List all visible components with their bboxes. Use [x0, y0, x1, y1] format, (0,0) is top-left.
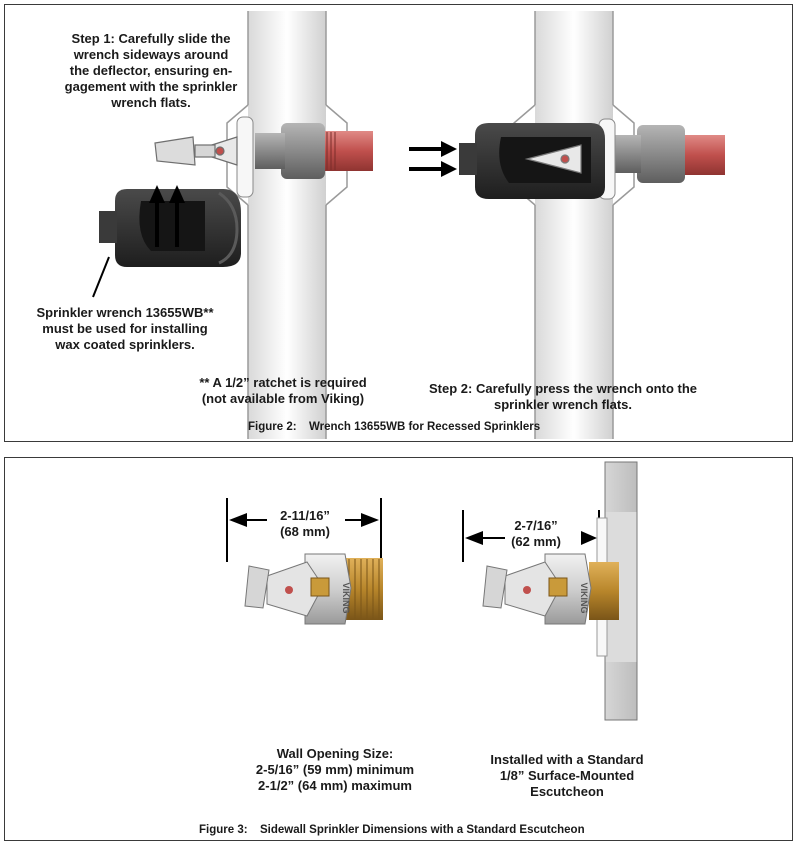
figure-3-illustration: VIKING VIKING	[226, 461, 638, 721]
figure-3-caption-label: Figure 3:	[199, 824, 248, 836]
wrench-leader-line	[92, 256, 110, 298]
figure-2-caption-label: Figure 2:	[248, 421, 297, 433]
dim-left-label: 2-11/16” (68 mm)	[280, 508, 330, 539]
figure-3-caption: Figure 3: Sidewall Sprinkler Dimensions …	[199, 824, 585, 836]
step-2-text: Step 2: Carefully press the wrench onto …	[429, 381, 697, 412]
dim-right-label: 2-7/16” (62 mm)	[511, 518, 561, 549]
ratchet-note-text: ** A 1/2” ratchet is required (not avail…	[199, 375, 367, 406]
wrench-note-text: Sprinkler wrench 13655WB** must be used …	[36, 305, 214, 352]
left-pipe-assembly	[154, 116, 373, 198]
figure-3-caption-text: Sidewall Sprinkler Dimensions with a Sta…	[259, 824, 585, 836]
sidewall-sprinkler-right: VIKING	[482, 553, 619, 625]
right-arrows	[409, 141, 457, 177]
wrench-13655wb-engaged	[459, 123, 605, 199]
left-dimension-line	[226, 498, 382, 562]
figure-2-illustration	[92, 11, 725, 439]
left-wall-column	[226, 11, 348, 439]
right-wall-column	[513, 11, 635, 439]
step-1-text: Step 1: Carefully slide the wrench sidew…	[64, 31, 238, 110]
figure-2-caption-text: Wrench 13655WB for Recessed Sprinklers	[308, 421, 541, 433]
figure-3-panel: VIKING VIKING 2-11	[4, 457, 793, 841]
sidewall-sprinkler-left: VIKING	[244, 553, 383, 625]
up-arrows	[149, 185, 185, 247]
figure-2-panel: Step 1: Carefully slide the wrench sidew…	[4, 4, 793, 442]
wall-opening-text: Wall Opening Size: 2-5/16” (59 mm) minim…	[255, 746, 415, 793]
installed-note-text: Installed with a Standard 1/8” Surface-M…	[490, 752, 644, 799]
viking-mark-right: VIKING	[579, 582, 589, 613]
viking-mark-left: VIKING	[341, 582, 351, 613]
figure-2-caption: Figure 2: Wrench 13655WB for Recessed Sp…	[248, 421, 540, 433]
wrench-13655wb-loose	[99, 189, 241, 267]
right-pipe-assembly	[598, 118, 725, 200]
